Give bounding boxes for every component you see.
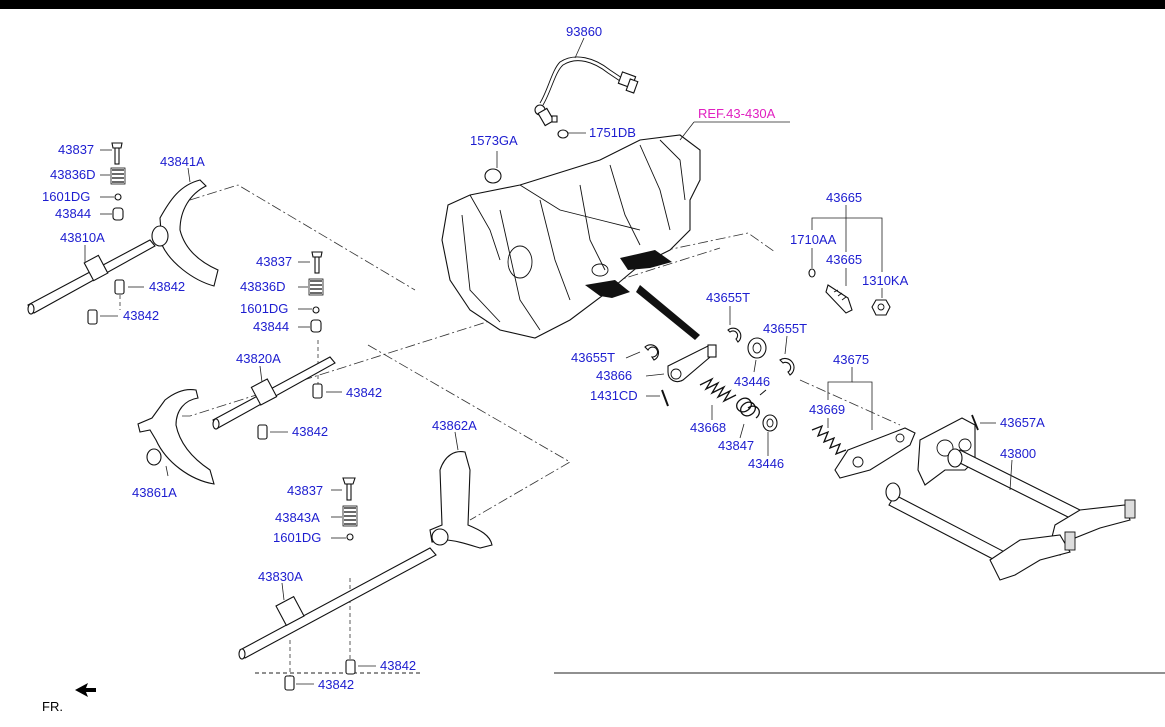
label-43810A: 43810A [60, 230, 105, 245]
label-43861A: 43861A [132, 485, 177, 500]
label-43446-a: 43446 [734, 374, 770, 389]
label-43655T-a: 43655T [706, 290, 750, 305]
label-43841A: 43841A [160, 154, 205, 169]
label-43446-b: 43446 [748, 456, 784, 471]
label-93860: 93860 [566, 24, 602, 39]
label-43842-g3b: 43842 [318, 677, 354, 692]
label-43866: 43866 [596, 368, 632, 383]
detent-assembly-43665 [808, 268, 891, 316]
label-43668: 43668 [690, 420, 726, 435]
label-ref-43-430a: REF.43-430A [698, 106, 776, 121]
label-1601DG-g1: 1601DG [42, 189, 90, 204]
label-43657A: 43657A [1000, 415, 1045, 430]
selector-parts [644, 327, 847, 456]
label-43842-g2a: 43842 [346, 385, 382, 400]
label-43800: 43800 [1000, 446, 1036, 461]
shift-rod-assembly-43800 [834, 414, 1136, 581]
label-1751DB: 1751DB [589, 125, 636, 140]
label-43820A: 43820A [236, 351, 281, 366]
label-43844-g2: 43844 [253, 319, 289, 334]
label-1431CD: 1431CD [590, 388, 638, 403]
label-43842-g2b: 43842 [292, 424, 328, 439]
top-border-bar [0, 0, 1165, 9]
label-43836D-g1: 43836D [50, 167, 96, 182]
label-1601DG-g3: 1601DG [273, 530, 321, 545]
label-43842-g3a: 43842 [380, 658, 416, 673]
shift-rail-group-43810A [27, 142, 219, 325]
label-front: FR. [42, 699, 63, 714]
transmission-housing [441, 134, 701, 340]
label-43837-g3: 43837 [287, 483, 323, 498]
label-1310KA: 1310KA [862, 273, 909, 288]
plug-1573GA [484, 168, 502, 184]
label-43655T-c: 43655T [571, 350, 615, 365]
label-43837-g2: 43837 [256, 254, 292, 269]
label-43843A: 43843A [275, 510, 320, 525]
label-43669: 43669 [809, 402, 845, 417]
label-43665: 43665 [826, 252, 862, 267]
label-43837-g1: 43837 [58, 142, 94, 157]
part-labels: 93860 REF.43-430A 1751DB 1573GA 43665 17… [42, 24, 1045, 714]
label-43665-top: 43665 [826, 190, 862, 205]
label-43830A: 43830A [258, 569, 303, 584]
label-43675: 43675 [833, 352, 869, 367]
shift-rail-group-43830A [238, 451, 493, 691]
label-43836D-g2: 43836D [240, 279, 286, 294]
label-43842-g1a: 43842 [149, 279, 185, 294]
label-43844-g1: 43844 [55, 206, 91, 221]
sensor-93860 [534, 56, 639, 139]
label-43842-g1b: 43842 [123, 308, 159, 323]
label-43655T-b: 43655T [763, 321, 807, 336]
leader-lines [84, 37, 1013, 685]
label-1573GA: 1573GA [470, 133, 518, 148]
label-1601DG-g2: 1601DG [240, 301, 288, 316]
label-43847: 43847 [718, 438, 754, 453]
label-43862A: 43862A [432, 418, 477, 433]
front-arrow-icon [75, 683, 96, 697]
label-1710AA: 1710AA [790, 232, 837, 247]
shift-rail-group-43820A [137, 251, 336, 485]
